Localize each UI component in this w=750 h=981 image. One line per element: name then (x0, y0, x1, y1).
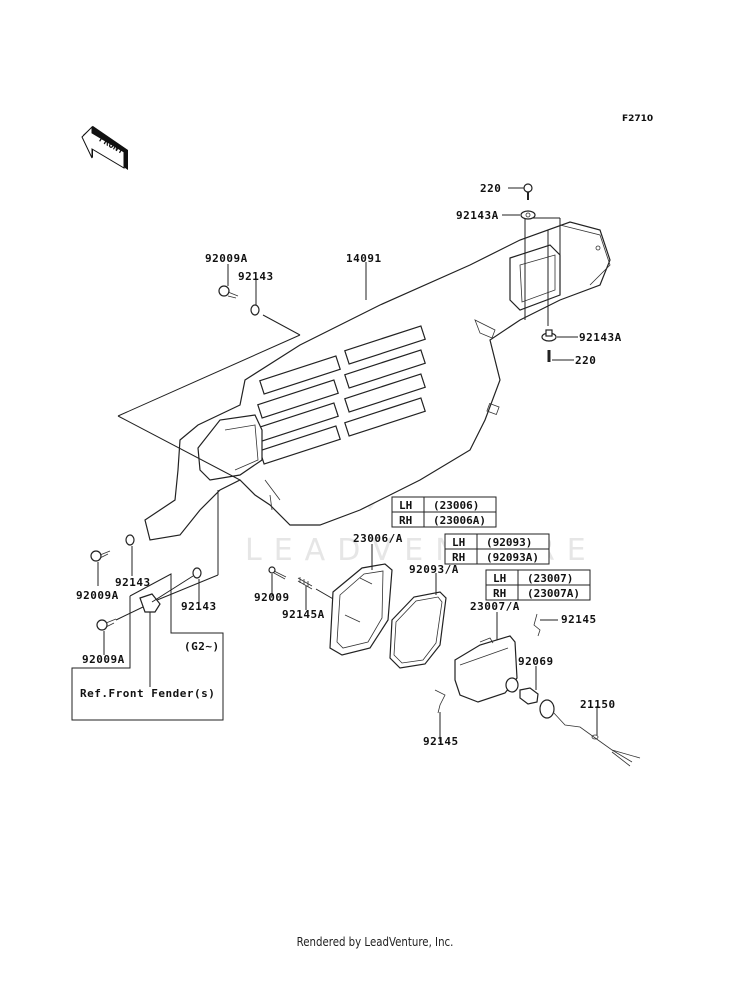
callout-14091[interactable]: 14091 (346, 252, 382, 265)
callout-92145-left[interactable]: 92145 (423, 735, 459, 748)
callouts: 220 92143A 14091 92009A 92143 92143A 220… (76, 182, 622, 748)
clip-92145-left (434, 689, 446, 714)
table-cell-part: (23007) (527, 572, 573, 585)
gasket-92093A (389, 591, 447, 669)
callout-220-top[interactable]: 220 (480, 182, 501, 195)
headlight-cover-14091 (144, 221, 611, 541)
callout-220-bot[interactable]: 220 (575, 354, 596, 367)
washer-92143-top (250, 304, 260, 316)
table-cell-side: RH (452, 551, 465, 564)
callout-92009A-top[interactable]: 92009A (205, 252, 248, 265)
bulb-92069 (519, 687, 539, 705)
bolt-92009A-left (90, 550, 111, 562)
lh-rh-table-92093: LH (92093) RH (92093A) (444, 533, 550, 565)
socket-21150 (539, 699, 641, 767)
leader-lines (97, 187, 598, 742)
figure-id: F2710 (622, 114, 653, 124)
g2-note: (G2~) (184, 640, 220, 653)
bracket (139, 593, 161, 613)
table-cell-part: (23006A) (433, 514, 486, 527)
callout-21150[interactable]: 21150 (580, 698, 616, 711)
table-cell-part: (92093A) (486, 551, 539, 564)
callout-92143-mid[interactable]: 92143 (181, 600, 217, 613)
callout-92143A-top[interactable]: 92143A (456, 209, 499, 222)
lh-rh-table-23007: LH (23007) RH (23007A) (485, 569, 591, 601)
callout-92143A-bot[interactable]: 92143A (579, 331, 622, 344)
grommet-92143A-top (520, 210, 536, 220)
bolt-92009 (268, 566, 287, 580)
callout-92145-right[interactable]: 92145 (561, 613, 597, 626)
front-arrow-icon: FRONT (81, 125, 128, 170)
headlight-bezel-23006A (329, 563, 393, 656)
table-cell-part: (23007A) (527, 587, 580, 600)
callout-92093A[interactable]: 92093/A (409, 563, 459, 576)
table-cell-side: LH (399, 499, 412, 512)
callout-92009A-bot[interactable]: 92009A (82, 653, 125, 666)
lh-rh-table-23006: LH (23006) RH (23006A) (391, 496, 497, 528)
ref-box (71, 573, 224, 721)
table-cell-side: LH (493, 572, 506, 585)
bolt-92009A-bot (96, 575, 194, 631)
spring-92145A (297, 577, 336, 601)
callout-92145A[interactable]: 92145A (282, 608, 325, 621)
bolt-92009A-top (218, 285, 239, 299)
washer-92143-left (125, 534, 135, 546)
headlight-unit-23007A (454, 635, 519, 703)
clip-92145-right (533, 613, 541, 637)
footer-credit: Rendered by LeadVenture, Inc. (296, 935, 454, 949)
callout-92009[interactable]: 92009 (254, 591, 290, 604)
screw-220-top (523, 183, 533, 200)
callout-23007A[interactable]: 23007/A (470, 600, 520, 613)
table-cell-part: (92093) (486, 536, 532, 549)
table-cell-side: LH (452, 536, 465, 549)
table-cell-side: RH (399, 514, 412, 527)
callout-23006A[interactable]: 23006/A (353, 532, 403, 545)
ref-front-fender-note: Ref.Front Fender(s) (80, 687, 215, 700)
washer-92143-mid (192, 567, 202, 579)
callout-92069[interactable]: 92069 (518, 655, 554, 668)
callout-92143-left[interactable]: 92143 (115, 576, 151, 589)
table-cell-part: (23006) (433, 499, 479, 512)
table-cell-side: RH (493, 587, 506, 600)
grommet-92143A-bot (541, 329, 557, 342)
callout-92143-top[interactable]: 92143 (238, 270, 274, 283)
callout-92009A-left[interactable]: 92009A (76, 589, 119, 602)
